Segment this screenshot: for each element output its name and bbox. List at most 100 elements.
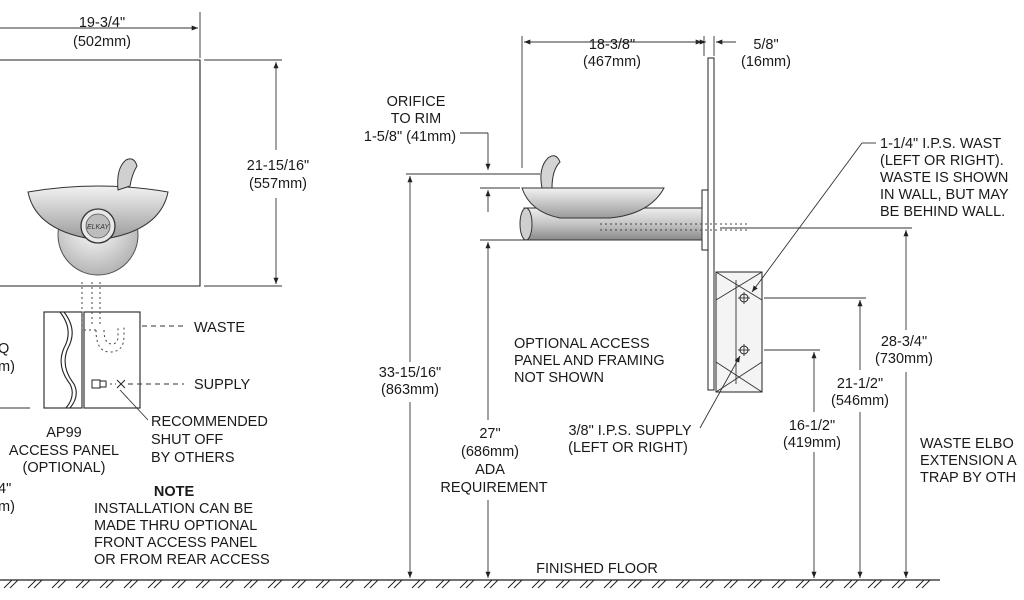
note-title: NOTE [154, 484, 195, 500]
floor-hatch-mark [513, 579, 523, 589]
floor-hatch-mark [171, 579, 181, 589]
floor-hatch-mark [75, 579, 85, 589]
side-bowl [521, 187, 665, 219]
ada-requirement-label: REQUIREMENT [440, 480, 547, 496]
floor-hatch-mark [147, 579, 157, 589]
height-dim-metric: (557mm) [249, 176, 307, 192]
floor-hatch-mark [795, 579, 805, 589]
floor-hatch-mark [897, 579, 907, 589]
floor-hatch-mark [411, 579, 421, 589]
floor-hatch-mark [627, 579, 637, 589]
shutoff-label-2: SHUT OFF [151, 432, 223, 448]
logo-text: ELKAY [87, 224, 110, 231]
floor-hatch-mark [819, 579, 829, 589]
front-cabinet-outline [0, 59, 201, 287]
floor-hatch-mark [129, 579, 139, 589]
width-dim-metric: (502mm) [73, 34, 131, 50]
waste-elbow-note-2: EXTENSION A [920, 453, 1017, 469]
note-line-2: MADE THRU OPTIONAL [94, 518, 257, 534]
floor-hatch-mark [243, 579, 253, 589]
floor-hatch-mark [219, 579, 229, 589]
depth-dim-imperial: 18-3/8" [589, 37, 635, 53]
waste-note-3: WASTE IS SHOWN [880, 170, 1008, 186]
floor-hatch-mark [891, 579, 901, 589]
side-view: 18-3/8" (467mm) 5/8" (16mm) ORIFICE TO R… [364, 36, 1017, 578]
floor-hatch-mark [417, 579, 427, 589]
floor-hatch-mark [825, 579, 835, 589]
waste-note-4: IN WALL, BUT MAY [880, 187, 1009, 203]
floor-hatch-mark [465, 579, 475, 589]
access-panel-label-3: (OPTIONAL) [23, 460, 106, 476]
floor-hatch-mark [99, 579, 109, 589]
access-panel-rect [43, 311, 83, 409]
floor-hatch-mark [633, 579, 643, 589]
floor-hatch-mark [753, 579, 763, 589]
floor-hatch-mark [297, 579, 307, 589]
floor-hatch-mark [339, 579, 349, 589]
access-note-2: PANEL AND FRAMING [514, 353, 665, 369]
wall-dim-metric: (16mm) [741, 54, 791, 70]
shutoff-label-1: RECOMMENDED [151, 414, 268, 430]
finished-floor-label: FINISHED FLOOR [536, 561, 658, 577]
floor-hatch-mark [771, 579, 781, 589]
floor-hatch-mark [153, 579, 163, 589]
floor-hatch-mark [921, 579, 931, 589]
floor-hatch-mark [801, 579, 811, 589]
ada-dim-imperial: 27" [479, 426, 500, 442]
access-note-3: NOT SHOWN [514, 370, 604, 386]
floor-hatch-mark [3, 579, 13, 589]
waste-elbow-note-1: WASTE ELBO [920, 436, 1014, 452]
floor-hatch-mark [345, 579, 355, 589]
dim-28-imperial: 28-3/4" [881, 334, 927, 350]
access-frame [715, 271, 763, 393]
floor-hatch-mark [747, 579, 757, 589]
fountain-front-graphic: ELKAY [27, 158, 169, 276]
floor-hatch-mark [393, 579, 403, 589]
ada-dim-metric: (686mm) [461, 444, 519, 460]
floor-hatch-mark [699, 579, 709, 589]
dim-28-metric: (730mm) [875, 351, 933, 367]
orifice-label-1: ORIFICE [387, 94, 446, 110]
floor-hatch-mark [555, 579, 565, 589]
floor-hatch-mark [27, 579, 37, 589]
floor-hatch-mark [609, 579, 619, 589]
floor-hatch-mark [873, 579, 883, 589]
note-line-3: FRONT ACCESS PANEL [94, 535, 257, 551]
floor-hatch-mark [177, 579, 187, 589]
access-note-1: OPTIONAL ACCESS [514, 336, 650, 352]
floor-hatch-mark [915, 579, 925, 589]
wall-dim-imperial: 5/8" [753, 37, 778, 53]
floor-hatch-mark [561, 579, 571, 589]
waste-note-5: BE BEHIND WALL. [880, 204, 1005, 220]
waste-elbow-note-3: TRAP BY OTH [920, 470, 1016, 486]
floor-hatch-mark [531, 579, 541, 589]
floor-hatch-mark [9, 579, 19, 589]
dim-16-metric: (419mm) [783, 435, 841, 451]
floor-hatch-mark [537, 579, 547, 589]
floor-hatch-mark [777, 579, 787, 589]
cut-label-2a: 4" [0, 481, 11, 497]
cut-label-2b: m) [0, 499, 15, 515]
floor-hatch-mark [489, 579, 499, 589]
fountain-side-graphic [519, 155, 748, 241]
floor-hatch-mark [315, 579, 325, 589]
orifice-label-2: TO RIM [391, 111, 441, 127]
finished-floor-line [0, 579, 940, 589]
note-line-4: OR FROM REAR ACCESS [94, 552, 270, 568]
cut-label-1a: Q [0, 341, 9, 357]
supply-note-1: 3/8" I.P.S. SUPPLY [568, 423, 691, 439]
floor-hatch-mark [651, 579, 661, 589]
floor-hatch-mark [201, 579, 211, 589]
floor-hatch-mark [441, 579, 451, 589]
floor-hatch-mark [267, 579, 277, 589]
floor-hatch-mark [849, 579, 859, 589]
dim-21-imperial: 21-1/2" [837, 376, 883, 392]
height-dim-imperial: 21-15/16" [247, 158, 309, 174]
floor-hatch-mark [195, 579, 205, 589]
floor-hatch-mark [579, 579, 589, 589]
front-bubbler [117, 158, 138, 191]
floor-hatch-mark [51, 579, 61, 589]
floor-hatch-mark [123, 579, 133, 589]
orifice-label-3: 1-5/8" (41mm) [364, 129, 456, 145]
floor-hatch-mark [843, 579, 853, 589]
